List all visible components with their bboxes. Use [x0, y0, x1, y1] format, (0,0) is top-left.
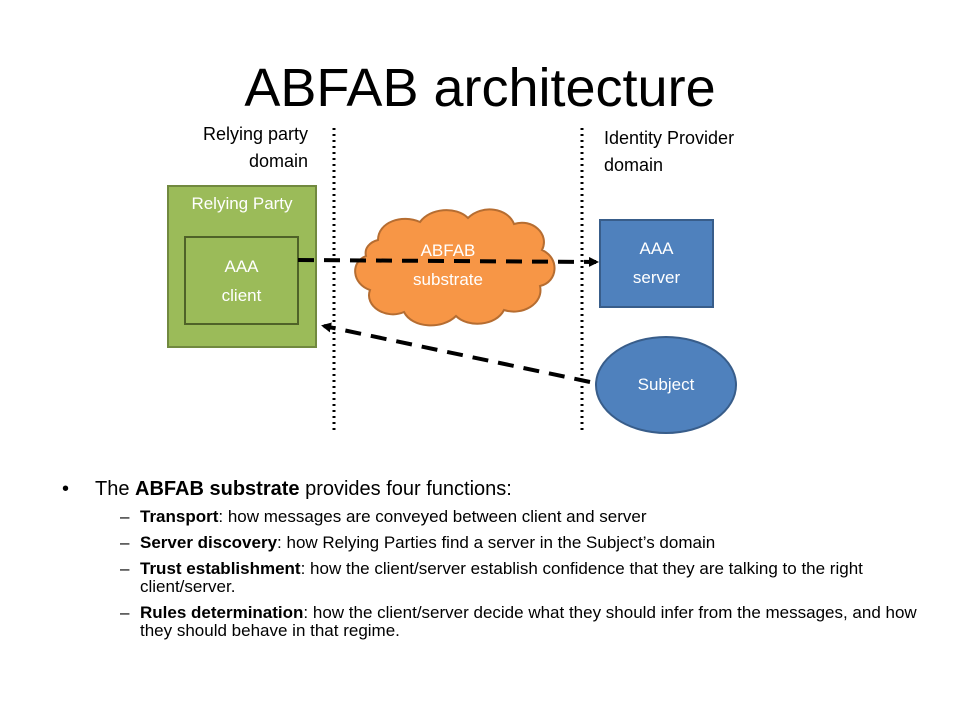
list-item: – Server discovery: how Relying Parties … [120, 534, 922, 552]
substrate-line1: ABFAB [420, 241, 476, 260]
subject-to-rp-arrow [321, 322, 591, 384]
aaa-client-line1: AAA [224, 257, 259, 276]
list-item: – Rules determination: how the client/se… [120, 604, 922, 640]
aaa-client-box [184, 236, 299, 325]
item-text: : how messages are conveyed between clie… [218, 507, 647, 526]
aaa-client-label: AAA client [185, 252, 298, 310]
item-term: Server discovery [140, 533, 278, 552]
list-item: – Transport: how messages are conveyed b… [120, 508, 922, 526]
item-term: Rules determination [140, 603, 304, 622]
rp-domain-line2: domain [248, 151, 308, 171]
bullet-list: • The ABFAB substrate provides four func… [62, 474, 922, 648]
substrate-line2: substrate [413, 270, 483, 289]
item-term: Transport [140, 507, 219, 526]
list-item: – Trust establishment: how the client/se… [120, 560, 922, 596]
dash-mark: – [120, 533, 130, 552]
subject-ellipse [595, 336, 737, 434]
aaa-server-label: AAA server [600, 234, 713, 292]
client-to-server-arrow [297, 256, 599, 267]
dash-mark: – [120, 507, 130, 526]
item-text: : how the client/server establish confid… [140, 559, 863, 596]
item-text: : how the client/server decide what they… [140, 603, 917, 640]
item-term: Trust establishment [140, 559, 301, 578]
aaa-server-line1: AAA [639, 239, 674, 258]
slide-title: ABFAB architecture [244, 58, 716, 118]
rp-domain-label: Relying party domain [160, 121, 308, 175]
item-text: : how Relying Parties find a server in t… [277, 533, 716, 552]
bullet-mark: • [62, 478, 70, 500]
idp-domain-label: Identity Provider domain [604, 125, 804, 179]
relying-party-label: Relying Party [191, 194, 293, 213]
aaa-server-line2: server [632, 268, 681, 287]
subject-label: Subject [637, 375, 695, 394]
idp-domain-line1: Identity Provider [604, 128, 735, 148]
aaa-server-box [599, 219, 714, 308]
intro-bullet: • The ABFAB substrate provides four func… [62, 474, 922, 504]
function-list: – Transport: how messages are conveyed b… [62, 508, 922, 640]
idp-domain-line2: domain [604, 155, 664, 175]
dash-mark: – [120, 603, 130, 622]
intro-text-pre: The [95, 478, 136, 500]
abfab-substrate-label: ABFAB substrate [372, 236, 524, 294]
intro-text-post: provides four functions: [299, 478, 512, 500]
intro-text-bold: ABFAB substrate [135, 478, 300, 500]
rp-domain-line1: Relying party [202, 124, 308, 144]
abfab-substrate-cloud [354, 208, 556, 327]
dash-mark: – [120, 559, 130, 578]
aaa-client-line2: client [221, 286, 262, 305]
